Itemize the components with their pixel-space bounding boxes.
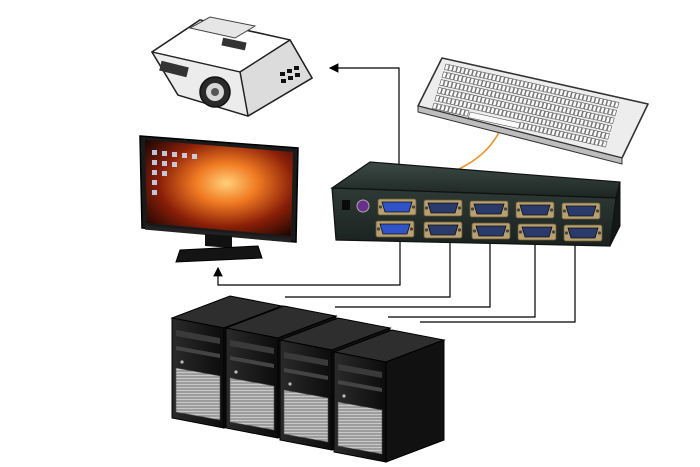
keyboard-icon (417, 57, 649, 165)
link-pc1-to-switch (285, 238, 451, 298)
desktop-tower-icon (332, 329, 446, 463)
vga-port (515, 201, 555, 219)
monitor-icon (139, 135, 299, 263)
vga-port (375, 220, 415, 238)
vga-port (561, 202, 601, 220)
link-pc2-to-switch (335, 238, 491, 308)
vga-port (469, 200, 509, 218)
vga-port (423, 199, 463, 217)
link-switch-to-monitor (213, 238, 401, 286)
connection-lines (213, 63, 576, 323)
vga-port (471, 222, 511, 240)
vga-port (563, 224, 603, 242)
vga-port (377, 198, 417, 216)
vga-port (423, 221, 463, 239)
link-pc3-to-switch (388, 238, 536, 318)
vga-port (517, 223, 557, 241)
link-switch-to-projector (328, 63, 400, 200)
vga-port-group (375, 198, 603, 242)
desktop-tower-group (170, 295, 446, 463)
projector-icon (151, 16, 313, 117)
link-pc4-to-switch (420, 238, 576, 323)
